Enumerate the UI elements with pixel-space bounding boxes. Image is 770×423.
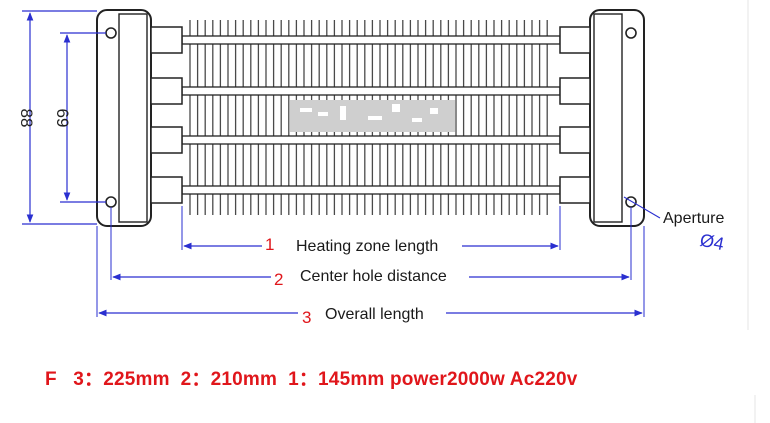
mount-hole <box>105 27 117 39</box>
overall-length-number: 3 <box>302 308 311 327</box>
center-hole-label: Center hole distance <box>300 268 447 285</box>
heating-tube <box>181 135 561 145</box>
heating-tube <box>181 35 561 45</box>
center-label-marks <box>300 104 438 122</box>
overall-length-label: Overall length <box>325 306 424 323</box>
center-hole-dimension <box>112 266 630 285</box>
aperture-diameter: Ø4 <box>698 230 726 255</box>
tube-collar <box>150 176 183 204</box>
heating-zone-dimension <box>183 236 559 254</box>
mount-hole <box>625 27 637 39</box>
left-end-cap <box>96 9 152 227</box>
tube-collar <box>559 26 591 54</box>
center-hole-number: 2 <box>274 270 283 289</box>
aperture-leader <box>623 196 661 219</box>
tube-collar <box>559 176 591 204</box>
aperture-label: Aperture <box>663 210 724 227</box>
height-88-label: 88 <box>17 109 36 128</box>
height-69-label: 69 <box>53 109 72 128</box>
overall-length-dimension <box>98 301 643 323</box>
tube-collars <box>150 26 591 204</box>
spec-line: F 3：225mm 2：210mm 1：145mm power2000w Ac2… <box>45 369 578 390</box>
height-88-dimension <box>22 10 97 225</box>
right-end-cap <box>589 9 645 227</box>
heating-tube <box>181 86 561 96</box>
mount-hole <box>105 196 117 208</box>
height-69-dimension <box>60 32 106 203</box>
tube-collar <box>150 126 183 154</box>
tube-collar <box>559 77 591 105</box>
heating-zone-number: 1 <box>265 235 274 254</box>
tube-collar <box>150 26 183 54</box>
heating-zone-label: Heating zone length <box>296 238 438 255</box>
heating-tube <box>181 185 561 195</box>
tube-collar <box>559 126 591 154</box>
tube-collar <box>150 77 183 105</box>
extension-lines <box>96 206 645 317</box>
